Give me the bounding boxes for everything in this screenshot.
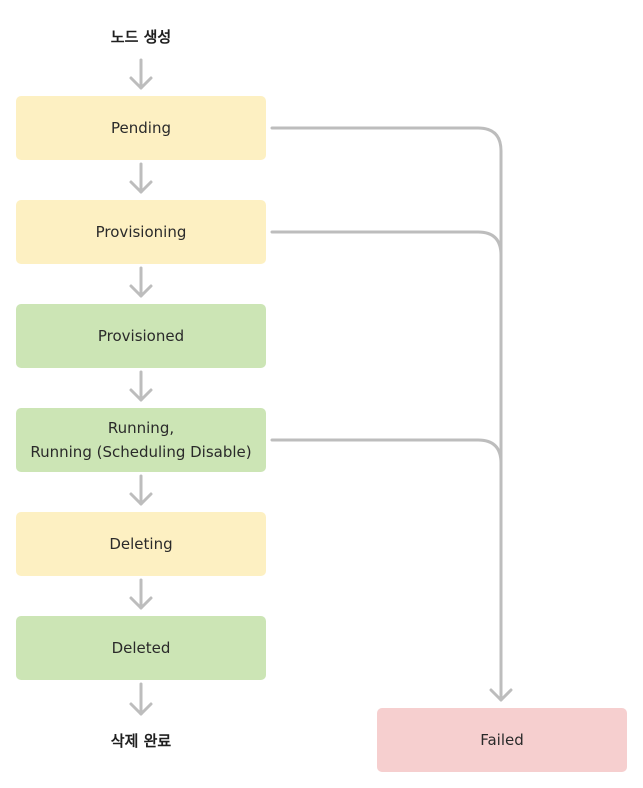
start-label: 노드 생성 [110, 28, 172, 46]
branch-running-to-failed [270, 438, 503, 465]
arrow-deleting-to-deleted [129, 578, 153, 610]
state-running: Running, Running (Scheduling Disable) [16, 408, 266, 472]
branch-pending-to-failed [270, 126, 503, 702]
arrow-pending-to-provisioning [129, 162, 153, 194]
state-pending: Pending [16, 96, 266, 160]
state-deleting-label: Deleting [109, 535, 173, 553]
arrow-start-to-pending [129, 58, 153, 90]
state-failed-label: Failed [480, 731, 524, 749]
state-provisioning: Provisioning [16, 200, 266, 264]
state-provisioning-label: Provisioning [95, 223, 187, 241]
arrow-provisioned-to-running [129, 370, 153, 402]
branch-provisioning-to-failed [270, 230, 503, 257]
state-deleted: Deleted [16, 616, 266, 680]
state-pending-label: Pending [111, 119, 171, 137]
state-failed: Failed [377, 708, 627, 772]
end-label: 삭제 완료 [110, 732, 172, 750]
state-deleting: Deleting [16, 512, 266, 576]
arrow-into-failed [489, 688, 513, 702]
arrow-provisioning-to-provisioned [129, 266, 153, 298]
state-running-label: Running, Running (Scheduling Disable) [30, 419, 252, 461]
state-provisioned: Provisioned [16, 304, 266, 368]
state-deleted-label: Deleted [111, 639, 171, 657]
arrow-deleted-to-end [129, 682, 153, 716]
arrow-running-to-deleting [129, 474, 153, 506]
state-provisioned-label: Provisioned [97, 327, 185, 345]
